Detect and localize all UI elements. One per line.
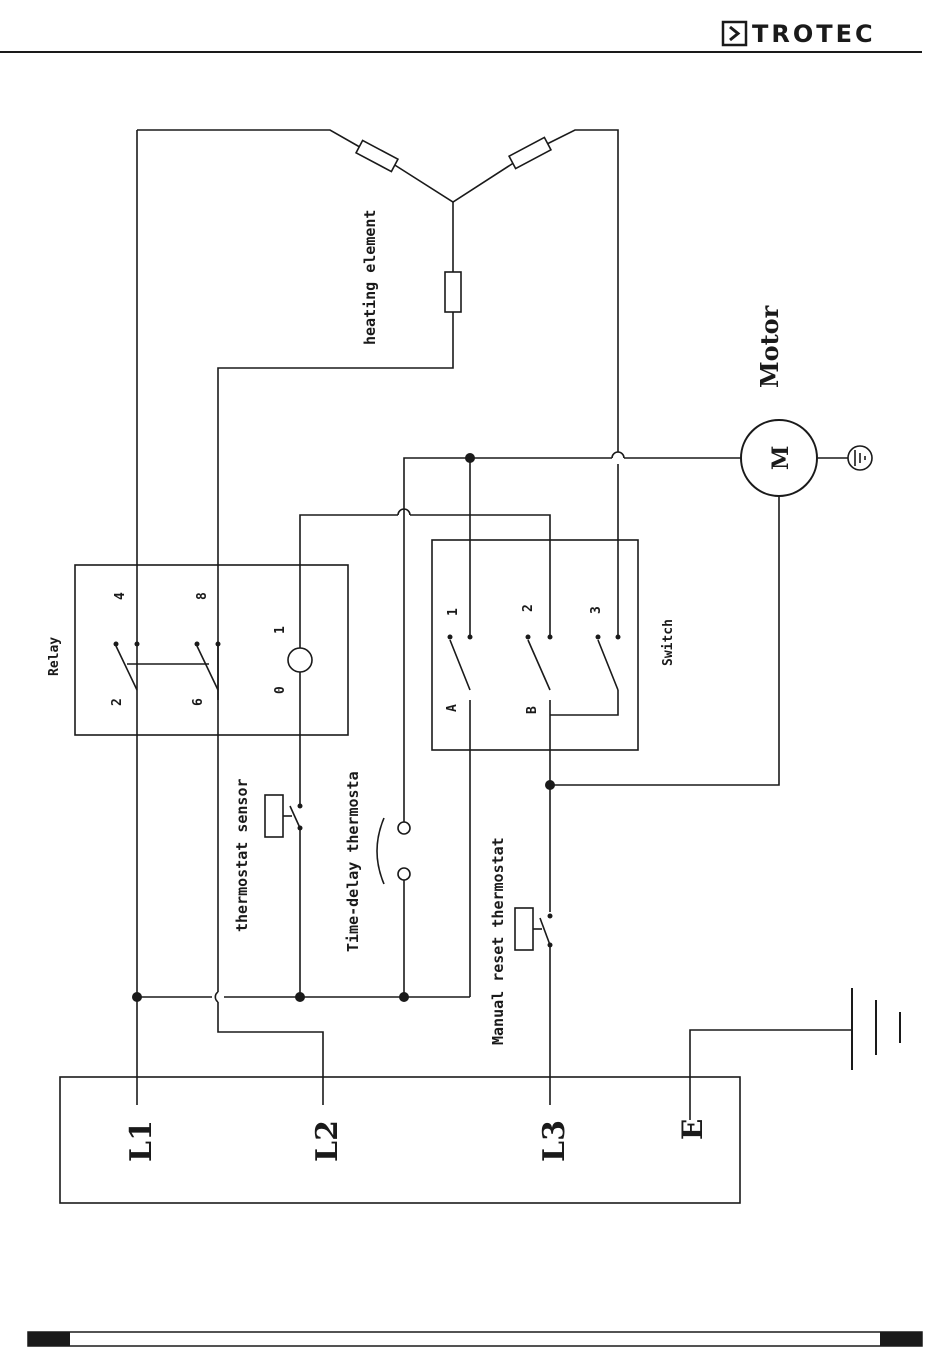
relay-pin-6: 6 [191, 698, 206, 706]
label-motor: Motor [755, 305, 784, 388]
timedelay-terminal-top-icon [398, 822, 410, 834]
resistor-right-icon [509, 137, 551, 168]
brand-name: TROTEC [752, 20, 876, 48]
trotec-logo: TROTEC [723, 20, 876, 48]
footer [28, 1332, 922, 1346]
resistor-left-icon [356, 140, 398, 171]
timedelay-arc-icon [377, 818, 384, 884]
terminal-l2: L2 [310, 1120, 345, 1162]
label-relay: Relay [47, 637, 62, 676]
switch [432, 540, 638, 750]
label-time-delay-thermostat: Time-delay thermosta [344, 771, 362, 952]
footer-left-block [28, 1332, 70, 1346]
relay-pin-8: 8 [195, 592, 210, 600]
label-switch: Switch [661, 619, 676, 666]
manual-reset-bulb-icon [515, 908, 533, 950]
switch-pin-b: B [525, 706, 540, 714]
terminal-block [60, 1077, 740, 1203]
relay-contact-2 [197, 646, 218, 690]
wire-star-top [390, 162, 515, 202]
label-motor-symbol: M [768, 446, 794, 470]
time-delay-thermostat [377, 818, 410, 884]
switch-pin-a: A [445, 704, 460, 712]
footer-right-block [880, 1332, 922, 1346]
sensor-contact [290, 806, 300, 828]
switch-link [550, 690, 618, 715]
label-thermostat-sensor: thermostat sensor [233, 778, 251, 932]
earth-ground-icon [852, 988, 900, 1070]
relay [75, 565, 348, 735]
wire-top-right [545, 130, 618, 452]
terminal-l3: L3 [537, 1120, 572, 1162]
switch-contact-c [598, 640, 618, 690]
switch-contact-a [450, 640, 470, 690]
switch-pin-2: 2 [521, 604, 536, 612]
wire-hop-motor [612, 452, 624, 458]
manual-reset-contact [540, 918, 550, 945]
timedelay-terminal-bottom-icon [398, 868, 410, 880]
wire-timedelay-upper [404, 458, 612, 822]
relay-pin-0: 0 [273, 686, 288, 694]
labels: heating element Motor M Relay Switch the… [47, 210, 794, 1162]
sensor-bulb-icon [265, 795, 283, 837]
thermostat-sensor [265, 795, 303, 837]
wire-l2-upper [218, 312, 453, 992]
logo-chevron-icon [730, 27, 738, 40]
footer-bar [28, 1332, 922, 1346]
terminal-e: E [676, 1119, 709, 1140]
wire-sensor-upper [300, 515, 398, 806]
motor-ground-symbol [848, 446, 872, 470]
wire-l2-lower [218, 1002, 323, 1105]
switch-pin-3: 3 [589, 606, 604, 614]
wire-hop-l2 [215, 992, 218, 1002]
switch-contact-b [528, 640, 550, 690]
relay-contact-1 [116, 646, 137, 690]
wire-top-left [137, 130, 365, 150]
switch-pin-1: 1 [446, 608, 461, 616]
relay-pin-4: 4 [113, 592, 128, 600]
motor [741, 420, 872, 496]
manual-reset-thermostat [515, 908, 553, 950]
relay-pin-2: 2 [110, 698, 125, 706]
logo-mark-icon [723, 22, 746, 45]
header: TROTEC [0, 20, 922, 52]
wire-earth [690, 1030, 852, 1120]
resistor-bottom-icon [445, 272, 461, 312]
label-heating-element: heating element [361, 210, 379, 345]
relay-coil-icon [288, 648, 312, 672]
wire-to-switch-2 [410, 515, 550, 636]
switch-box [432, 540, 638, 750]
label-manual-reset-thermostat: Manual reset thermostat [489, 837, 507, 1045]
terminal-l1: L1 [124, 1120, 159, 1162]
relay-pin-1: 1 [273, 626, 288, 634]
